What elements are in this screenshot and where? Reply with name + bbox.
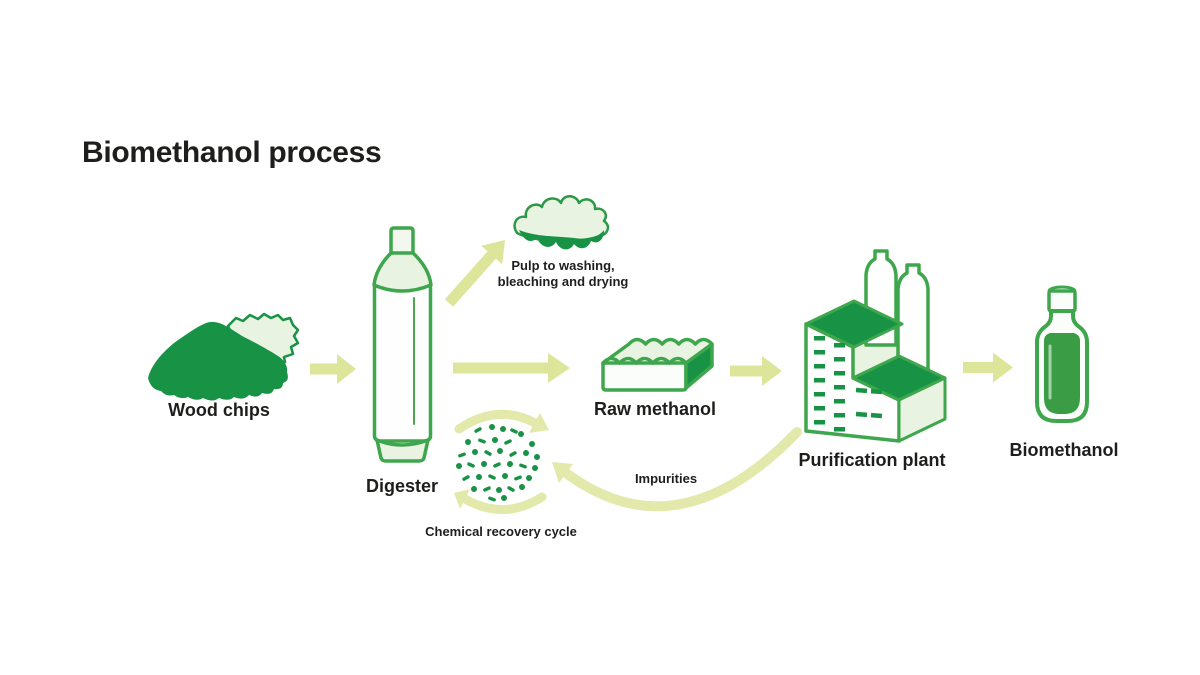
wood-chips-front-pile <box>148 321 288 401</box>
flow-arrow-wood-chips-to-digester <box>310 354 356 384</box>
plant-short-right-face <box>897 376 947 443</box>
label-pulp-line1: Pulp to washing, <box>511 258 615 273</box>
impurities-return-arrow <box>552 427 802 512</box>
raw-methanol-top-face <box>601 337 714 365</box>
digester-shoulder <box>372 251 433 293</box>
page-title: Biomethanol process <box>82 136 382 169</box>
label-recovery-cycle: Chemical recovery cycle <box>425 524 577 539</box>
label-digester: Digester <box>365 476 439 496</box>
plant-window-dashes <box>814 336 883 433</box>
label-impurities: Impurities <box>634 471 698 486</box>
biomethanol-bottle-icon <box>1035 285 1089 423</box>
label-pulp-line2: bleaching and drying <box>497 274 629 289</box>
wood-chips-icon <box>148 312 300 401</box>
label-raw-methanol: Raw methanol <box>593 399 717 419</box>
label-pulp: Pulp to washing, bleaching and drying <box>498 258 629 290</box>
plant-tower-right <box>896 263 930 374</box>
label-purification-plant: Purification plant <box>798 450 946 470</box>
pulp-icon <box>513 195 610 250</box>
label-wood-chips: Wood chips <box>168 400 270 420</box>
recovery-particles-icon <box>456 424 540 502</box>
purification-plant-icon <box>804 249 947 443</box>
flow-arrow-digester-to-pulp <box>444 240 505 307</box>
pulp-fringe <box>519 230 604 250</box>
recovery-cycle-arrows <box>454 409 549 514</box>
flow-arrow-plant-to-biomethanol <box>963 352 1013 383</box>
plant-tall-roof <box>804 299 904 349</box>
flow-arrow-raw-methanol-to-plant <box>730 356 782 386</box>
digester-neck <box>389 226 415 256</box>
digester-bottom-cone <box>375 438 430 463</box>
bottle-liquid <box>1044 333 1080 414</box>
raw-methanol-front-face <box>601 361 688 392</box>
digester-icon <box>372 226 433 463</box>
raw-methanol-icon <box>601 337 714 392</box>
label-biomethanol: Biomethanol <box>1009 440 1119 460</box>
flow-arrow-digester-to-raw-methanol <box>453 353 570 383</box>
